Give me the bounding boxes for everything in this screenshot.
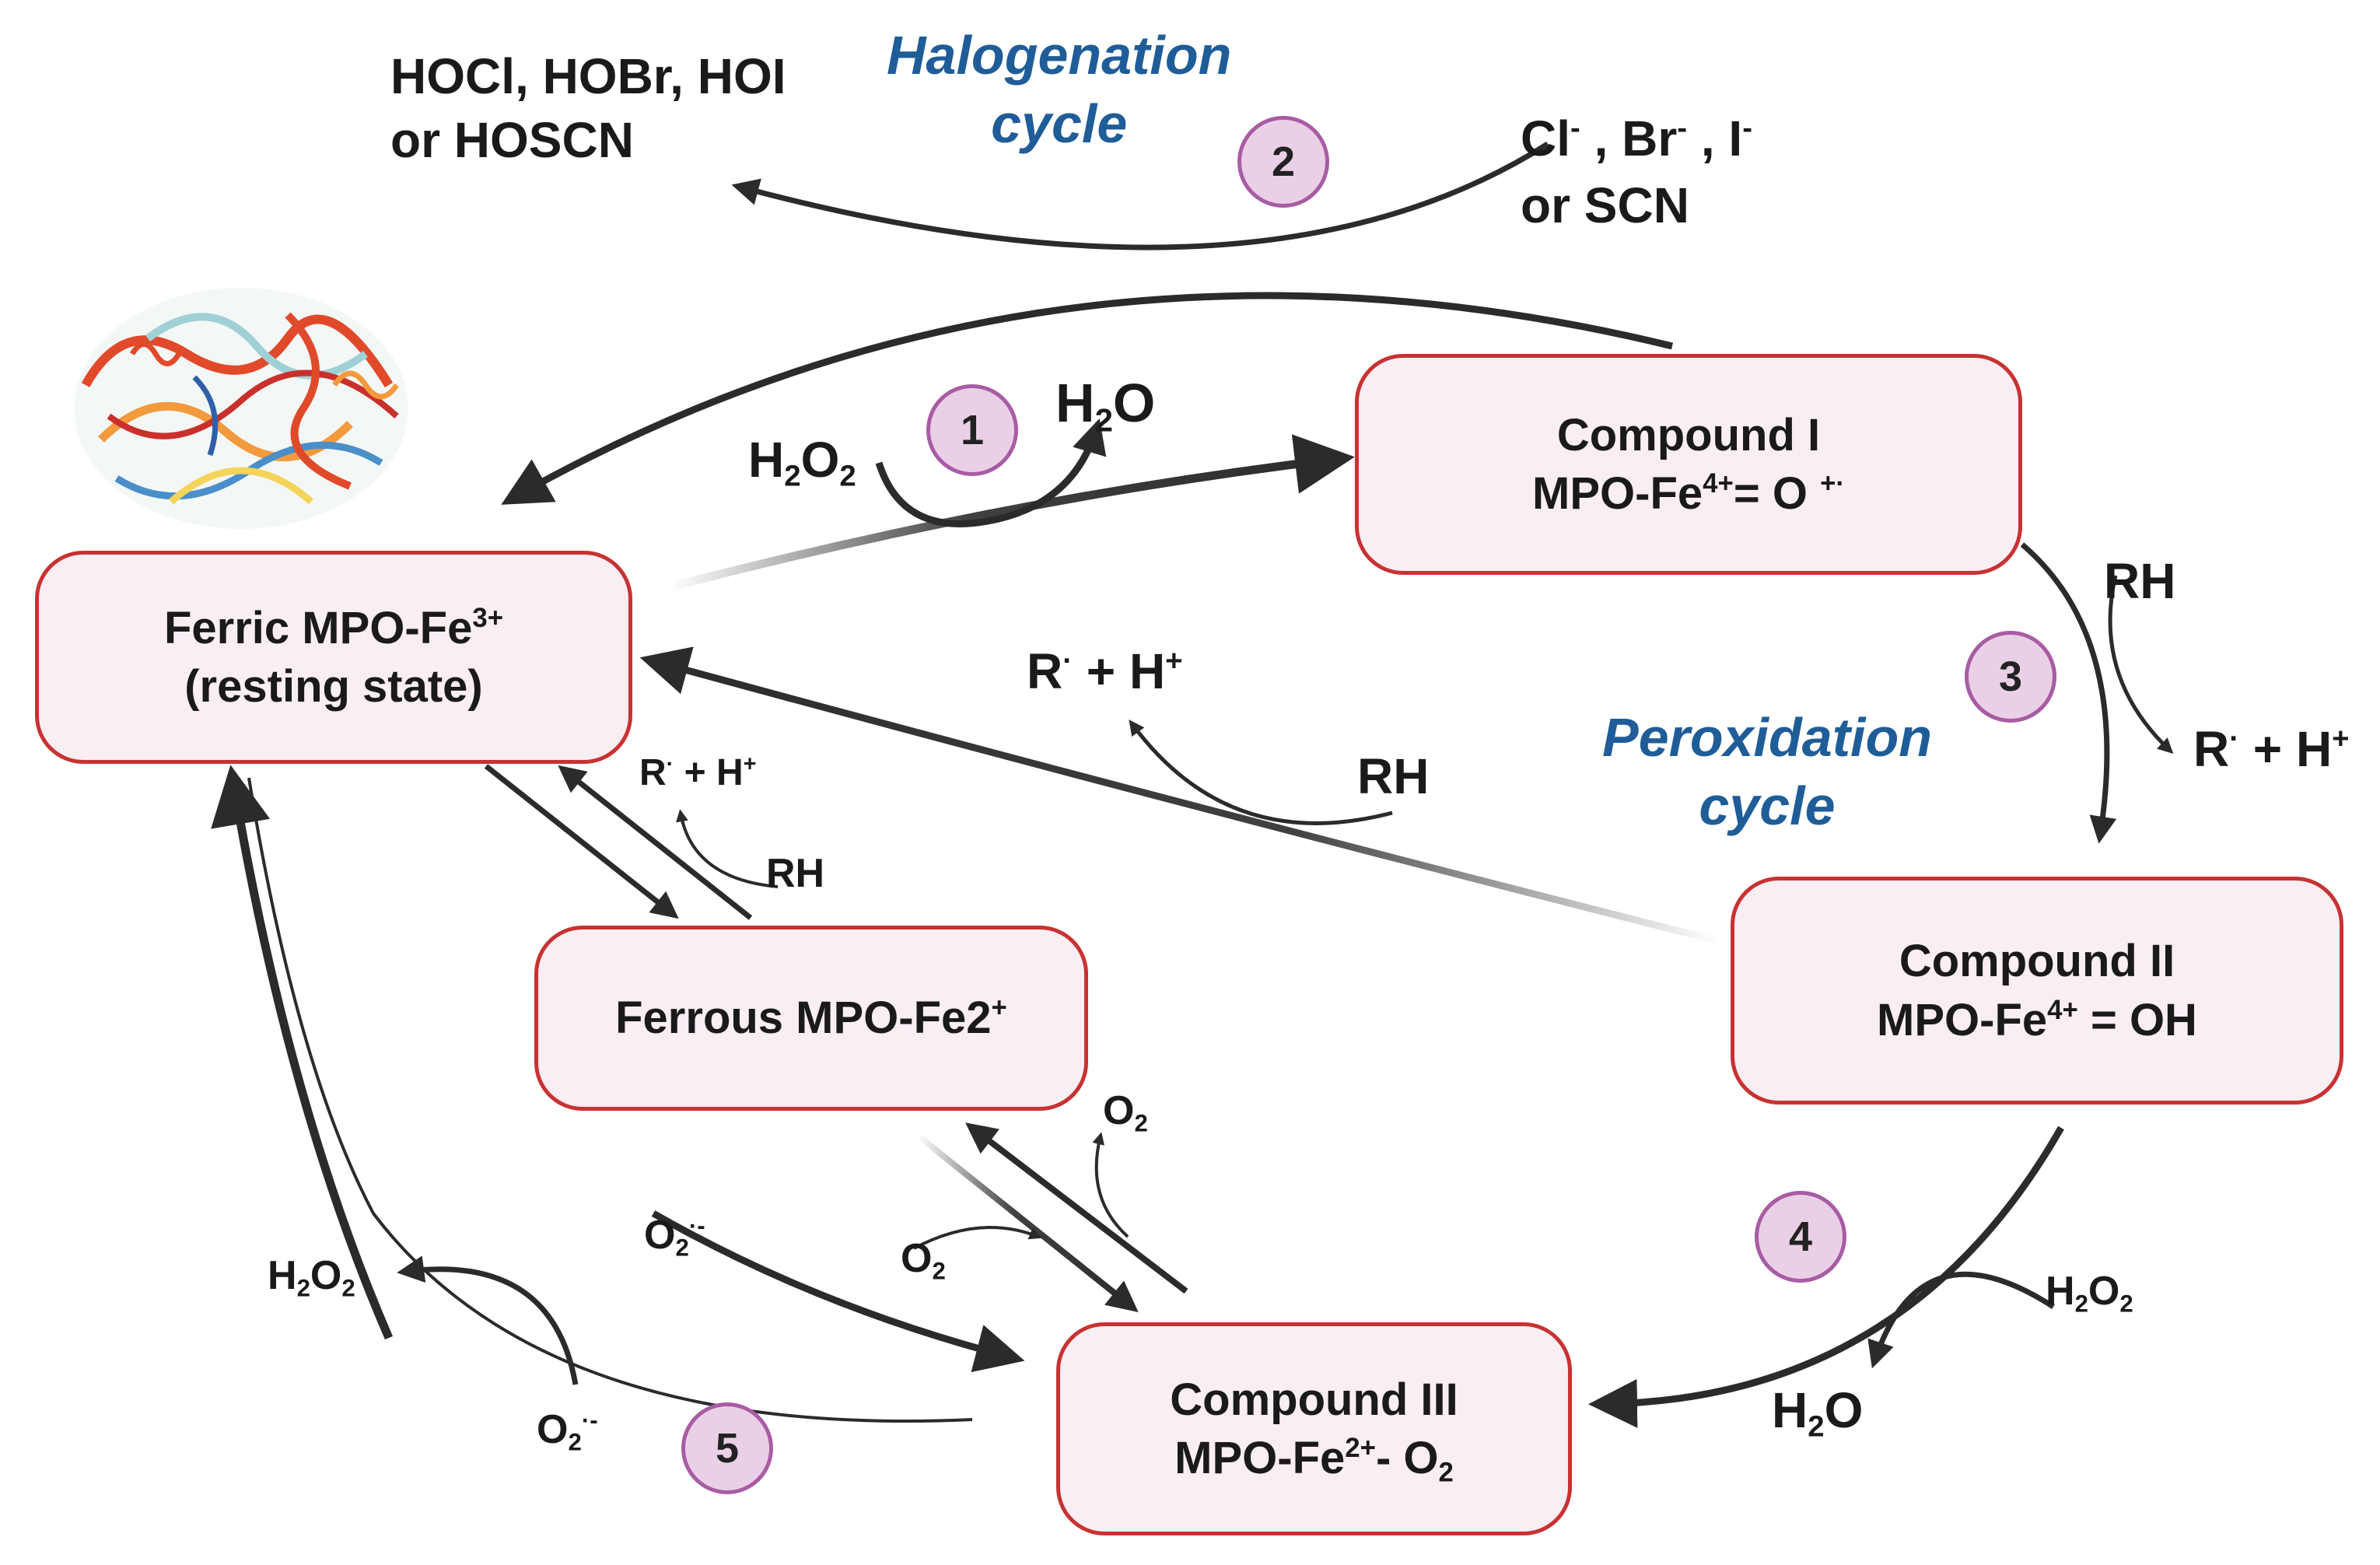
arrow-compound2-to-compound3 (1588, 1126, 2064, 1428)
compound1-node: Compound I MPO-Fe4+= O +· (1355, 354, 2022, 575)
h2o2-label-step5: H2O2 (268, 1253, 355, 1302)
hypohalous-acids-label: HOCl, HOBr, HOI or HOSCN (390, 48, 786, 168)
arrow-rh-to-radical-mid (1129, 719, 1393, 825)
compound2-title: Compound II (1899, 936, 2175, 987)
compound2-formula: MPO-Fe4+ = OH (1877, 994, 2197, 1045)
step-badge-4: 4 (1755, 1191, 1846, 1283)
o2-label-in: O2 (901, 1236, 946, 1285)
compound1-formula: MPO-Fe4+= O +· (1532, 468, 1845, 519)
h2o2-label-step1: H2O2 (748, 432, 856, 493)
ferrous-title: Ferrous MPO-Fe2 (615, 993, 992, 1044)
peroxidation-cycle-title: Peroxidation cycle (1602, 707, 1932, 836)
halide-ions-label: Cl- , Br- , I- or SCN (1521, 110, 1752, 234)
arrow-rh-to-radical-3 (2108, 575, 2174, 754)
radical-proton-label-step3: R· + H+ (2193, 721, 2350, 777)
arrow-cycle5-main (211, 765, 394, 1340)
ferrous-mpo-node: Ferrous MPO-Fe2+ (534, 926, 1088, 1111)
step-badge-1: 1 (926, 384, 1018, 476)
superoxide-label-step5: O2·- (537, 1406, 598, 1456)
radical-proton-label-small: R· + H+ (639, 751, 757, 793)
radical-proton-label-mid: R· + H+ (1027, 643, 1183, 699)
ferric-mpo-node: Ferric MPO-Fe3+ (resting state) (35, 551, 632, 764)
rh-label-mid: RH (1357, 748, 1430, 804)
rh-label-step3: RH (2104, 553, 2176, 609)
arrow-compound2-to-ferric (639, 646, 1720, 945)
compound3-title: Compound III (1170, 1374, 1458, 1425)
compound3-formula: MPO-Fe2+- O2 (1174, 1433, 1454, 1488)
arrow-superoxide-to-compound3 (651, 1210, 1025, 1373)
h2o-label-step4: H2O (1772, 1382, 1864, 1444)
protein-structure-image (74, 288, 408, 529)
arrow-superoxide-to-h2o2 (397, 1255, 579, 1385)
ferric-title: Ferric MPO-Fe (163, 602, 473, 653)
halogenation-cycle-title: Halogenation cycle (887, 25, 1232, 154)
arrow-h2o2-to-h2o-4 (1867, 1271, 2055, 1369)
arrow-ferrous-to-ferric (558, 765, 753, 920)
arrow-h2o2-to-h2o (875, 418, 1107, 527)
compound2-node: Compound II MPO-Fe4+ = OH (1731, 877, 2343, 1105)
ferric-state: (resting state) (184, 661, 483, 712)
superoxide-label-upper: O2·- (644, 1212, 705, 1262)
step-badge-3: 3 (1965, 631, 2056, 723)
arrow-halide-to-hypohalous (731, 142, 1549, 250)
arrow-compound1-to-ferric (501, 292, 1674, 505)
arrow-compound1-to-compound2 (2020, 542, 2117, 844)
step-badge-5: 5 (681, 1402, 773, 1494)
arrow-o2-out (1092, 1132, 1129, 1238)
h2o2-label-step4: H2O2 (2046, 1269, 2133, 1318)
step-badge-2: 2 (1237, 116, 1329, 208)
arrow-o2-in (913, 1226, 1042, 1250)
arrow-ferric-to-ferrous (484, 764, 679, 919)
arrow-compound3-to-ferrous (965, 1122, 1188, 1294)
o2-label-out: O2 (1103, 1088, 1148, 1137)
compound1-title: Compound I (1556, 409, 1821, 460)
arrow-ferrous-to-compound3 (915, 1133, 1139, 1312)
arrow-rh-to-radical-small (676, 809, 779, 888)
arrow-ferric-to-compound1 (667, 434, 1355, 592)
h2o-label-step1: H2O (1055, 373, 1156, 439)
compound3-node: Compound III MPO-Fe2+- O2 (1056, 1322, 1572, 1535)
rh-label-small: RH (766, 851, 825, 896)
